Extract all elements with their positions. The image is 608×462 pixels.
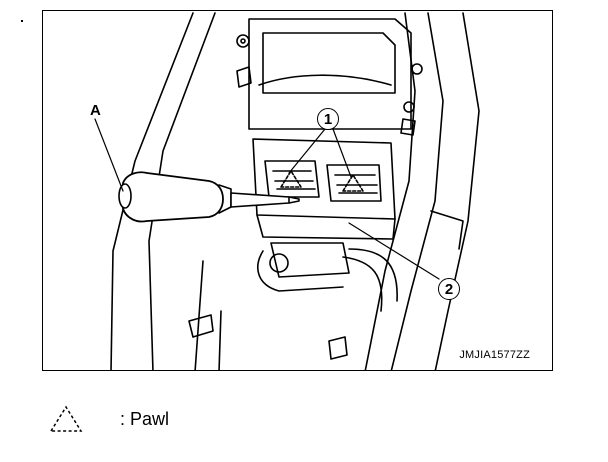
- switch-panel: [252, 138, 396, 220]
- harness-wire-2: [348, 248, 398, 302]
- legend-text: : Pawl: [120, 408, 170, 429]
- upper-screw-right-lower: [403, 101, 415, 113]
- pawl-marker-1: [280, 170, 302, 188]
- callout-number-1: 1: [323, 110, 333, 128]
- screwdriver-handle-end: [118, 183, 132, 209]
- upper-bezel: [248, 18, 412, 130]
- pawl-marker-2: [342, 174, 364, 192]
- right-bracket-line: [430, 210, 464, 250]
- lower-console-line-left: [194, 260, 204, 370]
- leader-line-1-left: [288, 128, 326, 174]
- leader-line-2: [348, 222, 440, 280]
- stray-dot: [21, 20, 23, 22]
- console-right-edge: [390, 12, 444, 370]
- callout-label-1: 1: [317, 108, 339, 130]
- clip-tab-upper-left: [236, 66, 252, 88]
- screwdriver-tip: [288, 196, 300, 204]
- lower-console-bracket: [188, 314, 214, 338]
- illustration-frame: A 1 2 JMJIA1577ZZ: [42, 10, 553, 371]
- console-right-inner-edge: [364, 12, 416, 370]
- callout-label-2: 2: [438, 278, 460, 300]
- lower-console-tab: [328, 336, 348, 360]
- switch-block-left-detail: [272, 170, 316, 190]
- reference-code: JMJIA1577ZZ: [459, 349, 530, 361]
- leader-line-1-right: [332, 128, 352, 178]
- upper-screw-left: [236, 34, 250, 48]
- callout-number-2: 2: [444, 280, 454, 298]
- upper-bezel-inner: [262, 32, 396, 94]
- switch-panel-lower-edge: [256, 214, 396, 240]
- callout-label-a: A: [90, 102, 101, 119]
- lower-console-line-mid: [218, 310, 222, 370]
- upper-screw-left-center: [240, 38, 246, 44]
- console-far-right-edge: [434, 12, 480, 370]
- switch-block-right-detail: [334, 174, 378, 194]
- screwdriver-handle: [122, 171, 224, 223]
- upper-bezel-lip: [258, 74, 392, 86]
- switch-block-right: [326, 164, 382, 202]
- screwdriver-shaft: [230, 192, 290, 208]
- switch-block-left: [264, 160, 320, 198]
- connector-body: [270, 242, 350, 278]
- harness-wire-1: [342, 256, 383, 312]
- dashed-triangle-icon: [49, 405, 83, 432]
- connector-lower: [257, 250, 344, 292]
- connector-cap: [269, 253, 289, 273]
- legend: : Pawl: [48, 404, 169, 434]
- console-removal-illustration: [94, 12, 480, 370]
- upper-screw-right: [411, 63, 423, 75]
- clip-tab-upper-right: [400, 118, 416, 136]
- leader-line-a: [94, 118, 124, 192]
